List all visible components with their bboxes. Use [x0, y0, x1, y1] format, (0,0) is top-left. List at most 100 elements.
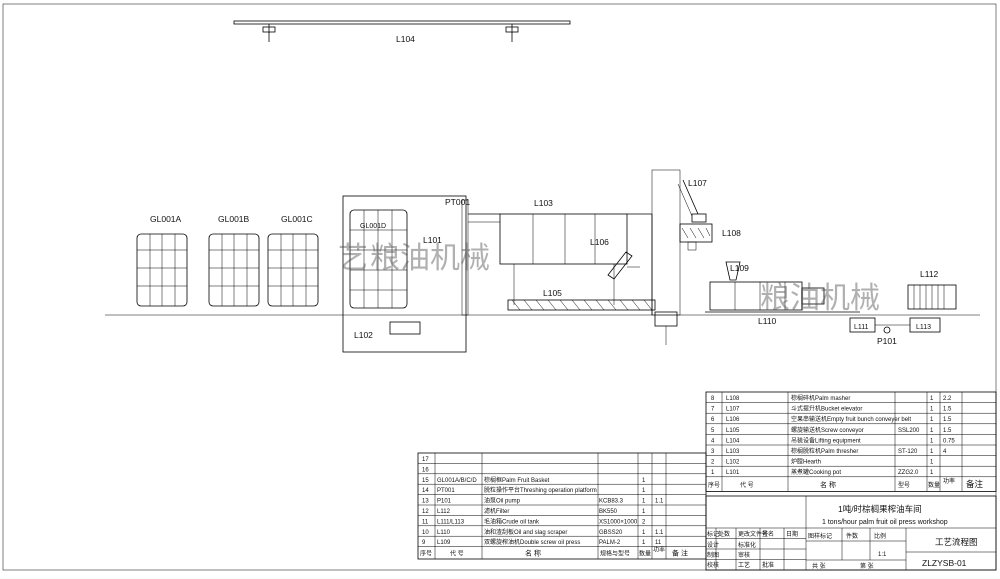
table-cell-name: 毛油箱Crude oil tank: [484, 517, 540, 525]
table-cell-name: 斗式提升机Bucket elevator: [791, 405, 862, 413]
table-cell-name: 棕榈脱粒机Palm thresher: [791, 447, 858, 455]
table-header-qty: 数量: [928, 481, 940, 489]
tb-check-label: 校核: [707, 561, 719, 569]
table-cell-code: L106: [726, 417, 740, 423]
drawing-name: 工艺流程图: [935, 537, 978, 547]
drawing-title-en: 1 tons/hour palm fruit oil press worksho…: [822, 519, 948, 526]
table-header-qty: 数量: [639, 550, 651, 558]
table-cell-code: L110: [437, 530, 451, 536]
table-cell-code: GL001A/B/C/D: [437, 478, 477, 484]
table-cell-power: 0.75: [943, 438, 955, 444]
table-header-note: 备 注: [672, 549, 688, 558]
table-cell-qty: 1: [930, 407, 934, 413]
label-l103: L103: [534, 198, 553, 208]
palm-fruit-basket-a: GL001A: [136, 214, 188, 307]
table-cell-power: 1.5: [943, 428, 952, 434]
table-cell-power: 1.5: [943, 417, 952, 423]
table-cell-no: 10: [422, 530, 429, 536]
tb-audit-label: 审核: [738, 551, 750, 559]
watermark-left-prefix: 艺: [338, 241, 368, 276]
oil-pump-icon: [883, 326, 891, 334]
tb-process-label: 工艺: [738, 561, 750, 569]
table-cell-qty: 1: [642, 540, 646, 546]
table-cell-no: 3: [711, 449, 715, 455]
tb-stage-label: 图样标记: [808, 532, 832, 540]
label-l105: L105: [543, 288, 562, 298]
label-gl001c: GL001C: [281, 214, 313, 224]
watermark-right: 粮油机械: [760, 281, 880, 316]
table-cell-qty: 1: [930, 449, 934, 455]
table-cell-code: L107: [726, 407, 740, 413]
table-cell-code: L102: [726, 460, 740, 466]
tb-approve-label: 批准: [762, 561, 774, 569]
label-l109: L109: [730, 263, 749, 273]
label-l111: L111: [854, 324, 869, 331]
table-header-no: 序号: [708, 481, 720, 489]
empty-bunch-conveyer: [607, 251, 640, 280]
tb-design-label: 设计: [707, 541, 719, 549]
table-cell-qty: 1: [930, 460, 934, 466]
table-cell-model: SSL200: [898, 428, 920, 434]
tb-zone-label: 更改文件号: [738, 530, 768, 538]
palm-fruit-basket-c: GL001C: [267, 214, 319, 307]
table-cell-qty: 1: [930, 428, 934, 434]
table-cell-power: 1.1: [655, 499, 664, 505]
label-l108: L108: [722, 228, 741, 238]
table-cell-code: L112: [437, 509, 451, 515]
table-header-model: 规格与型号: [600, 550, 630, 558]
tb-sign-label: 签名: [762, 530, 774, 538]
table-cell-name: 油和渣刮板Oil and slag scraper: [484, 528, 567, 536]
table-header-code: 代 号: [740, 481, 754, 489]
label-l101: L101: [423, 235, 442, 245]
table-cell-name: 炉膛Hearth: [791, 458, 821, 466]
table-cell-code: L103: [726, 449, 740, 455]
label-gl001b: GL001B: [218, 214, 250, 224]
table-cell-code: L111/L113: [437, 519, 465, 525]
label-l102: L102: [354, 330, 373, 340]
screw-conveyor: L105: [507, 288, 656, 311]
table-cell-no: 16: [422, 467, 429, 473]
table-cell-name: 螺旋输送机Screw conveyor: [791, 426, 864, 434]
table-cell-name: 蒸煮罐Cooking pot: [791, 468, 841, 476]
table-header-power: 功率: [653, 546, 665, 554]
lifting-equipment: L104: [233, 20, 571, 44]
table-cell-model: GBSS20: [599, 530, 623, 536]
table-cell-power: 4: [943, 449, 947, 455]
palm-fruit-basket-b: GL001B: [208, 214, 260, 307]
table-cell-qty: 1: [930, 396, 934, 402]
table-cell-qty: 1: [930, 417, 934, 423]
table-cell-no: 5: [711, 428, 715, 434]
table-cell-code: L104: [726, 438, 740, 444]
tb-weight-label: 件数: [846, 532, 858, 540]
building-column: [651, 169, 681, 345]
table-cell-code: L108: [726, 396, 740, 402]
tb-draw-label: 制图: [707, 551, 719, 559]
table-header-model: 型号: [898, 481, 910, 489]
table-cell-model: PALM-2: [599, 540, 621, 546]
table-cell-name: 棕榈框Palm Fruit Basket: [484, 476, 550, 484]
tb-count-label: 处数: [718, 530, 730, 538]
cooking-pot-and-hearth: GL001D L101 L102 PT001: [342, 195, 470, 353]
table-header-power: 功率: [943, 477, 955, 485]
label-pt001: PT001: [445, 197, 470, 207]
table-cell-no: 8: [711, 396, 715, 402]
table-header-code: 代 号: [450, 550, 464, 558]
table-cell-name: 滤机Filter: [484, 507, 509, 515]
table-cell-qty: 1: [930, 438, 934, 444]
table-cell-code: L109: [437, 540, 451, 546]
table-cell-code: PT001: [437, 488, 455, 494]
table-header-name: 名 称: [525, 549, 541, 558]
table-cell-no: 17: [422, 457, 429, 463]
table-cell-no: 13: [422, 499, 429, 505]
label-l113: L113: [916, 324, 931, 331]
bucket-elevator: L107: [677, 178, 707, 223]
table-cell-no: 1: [711, 470, 715, 476]
table-cell-model: ST-120: [898, 449, 918, 455]
table-cell-no: 14: [422, 488, 429, 494]
table-cell-qty: 1: [642, 499, 646, 505]
label-p101: P101: [877, 336, 897, 346]
